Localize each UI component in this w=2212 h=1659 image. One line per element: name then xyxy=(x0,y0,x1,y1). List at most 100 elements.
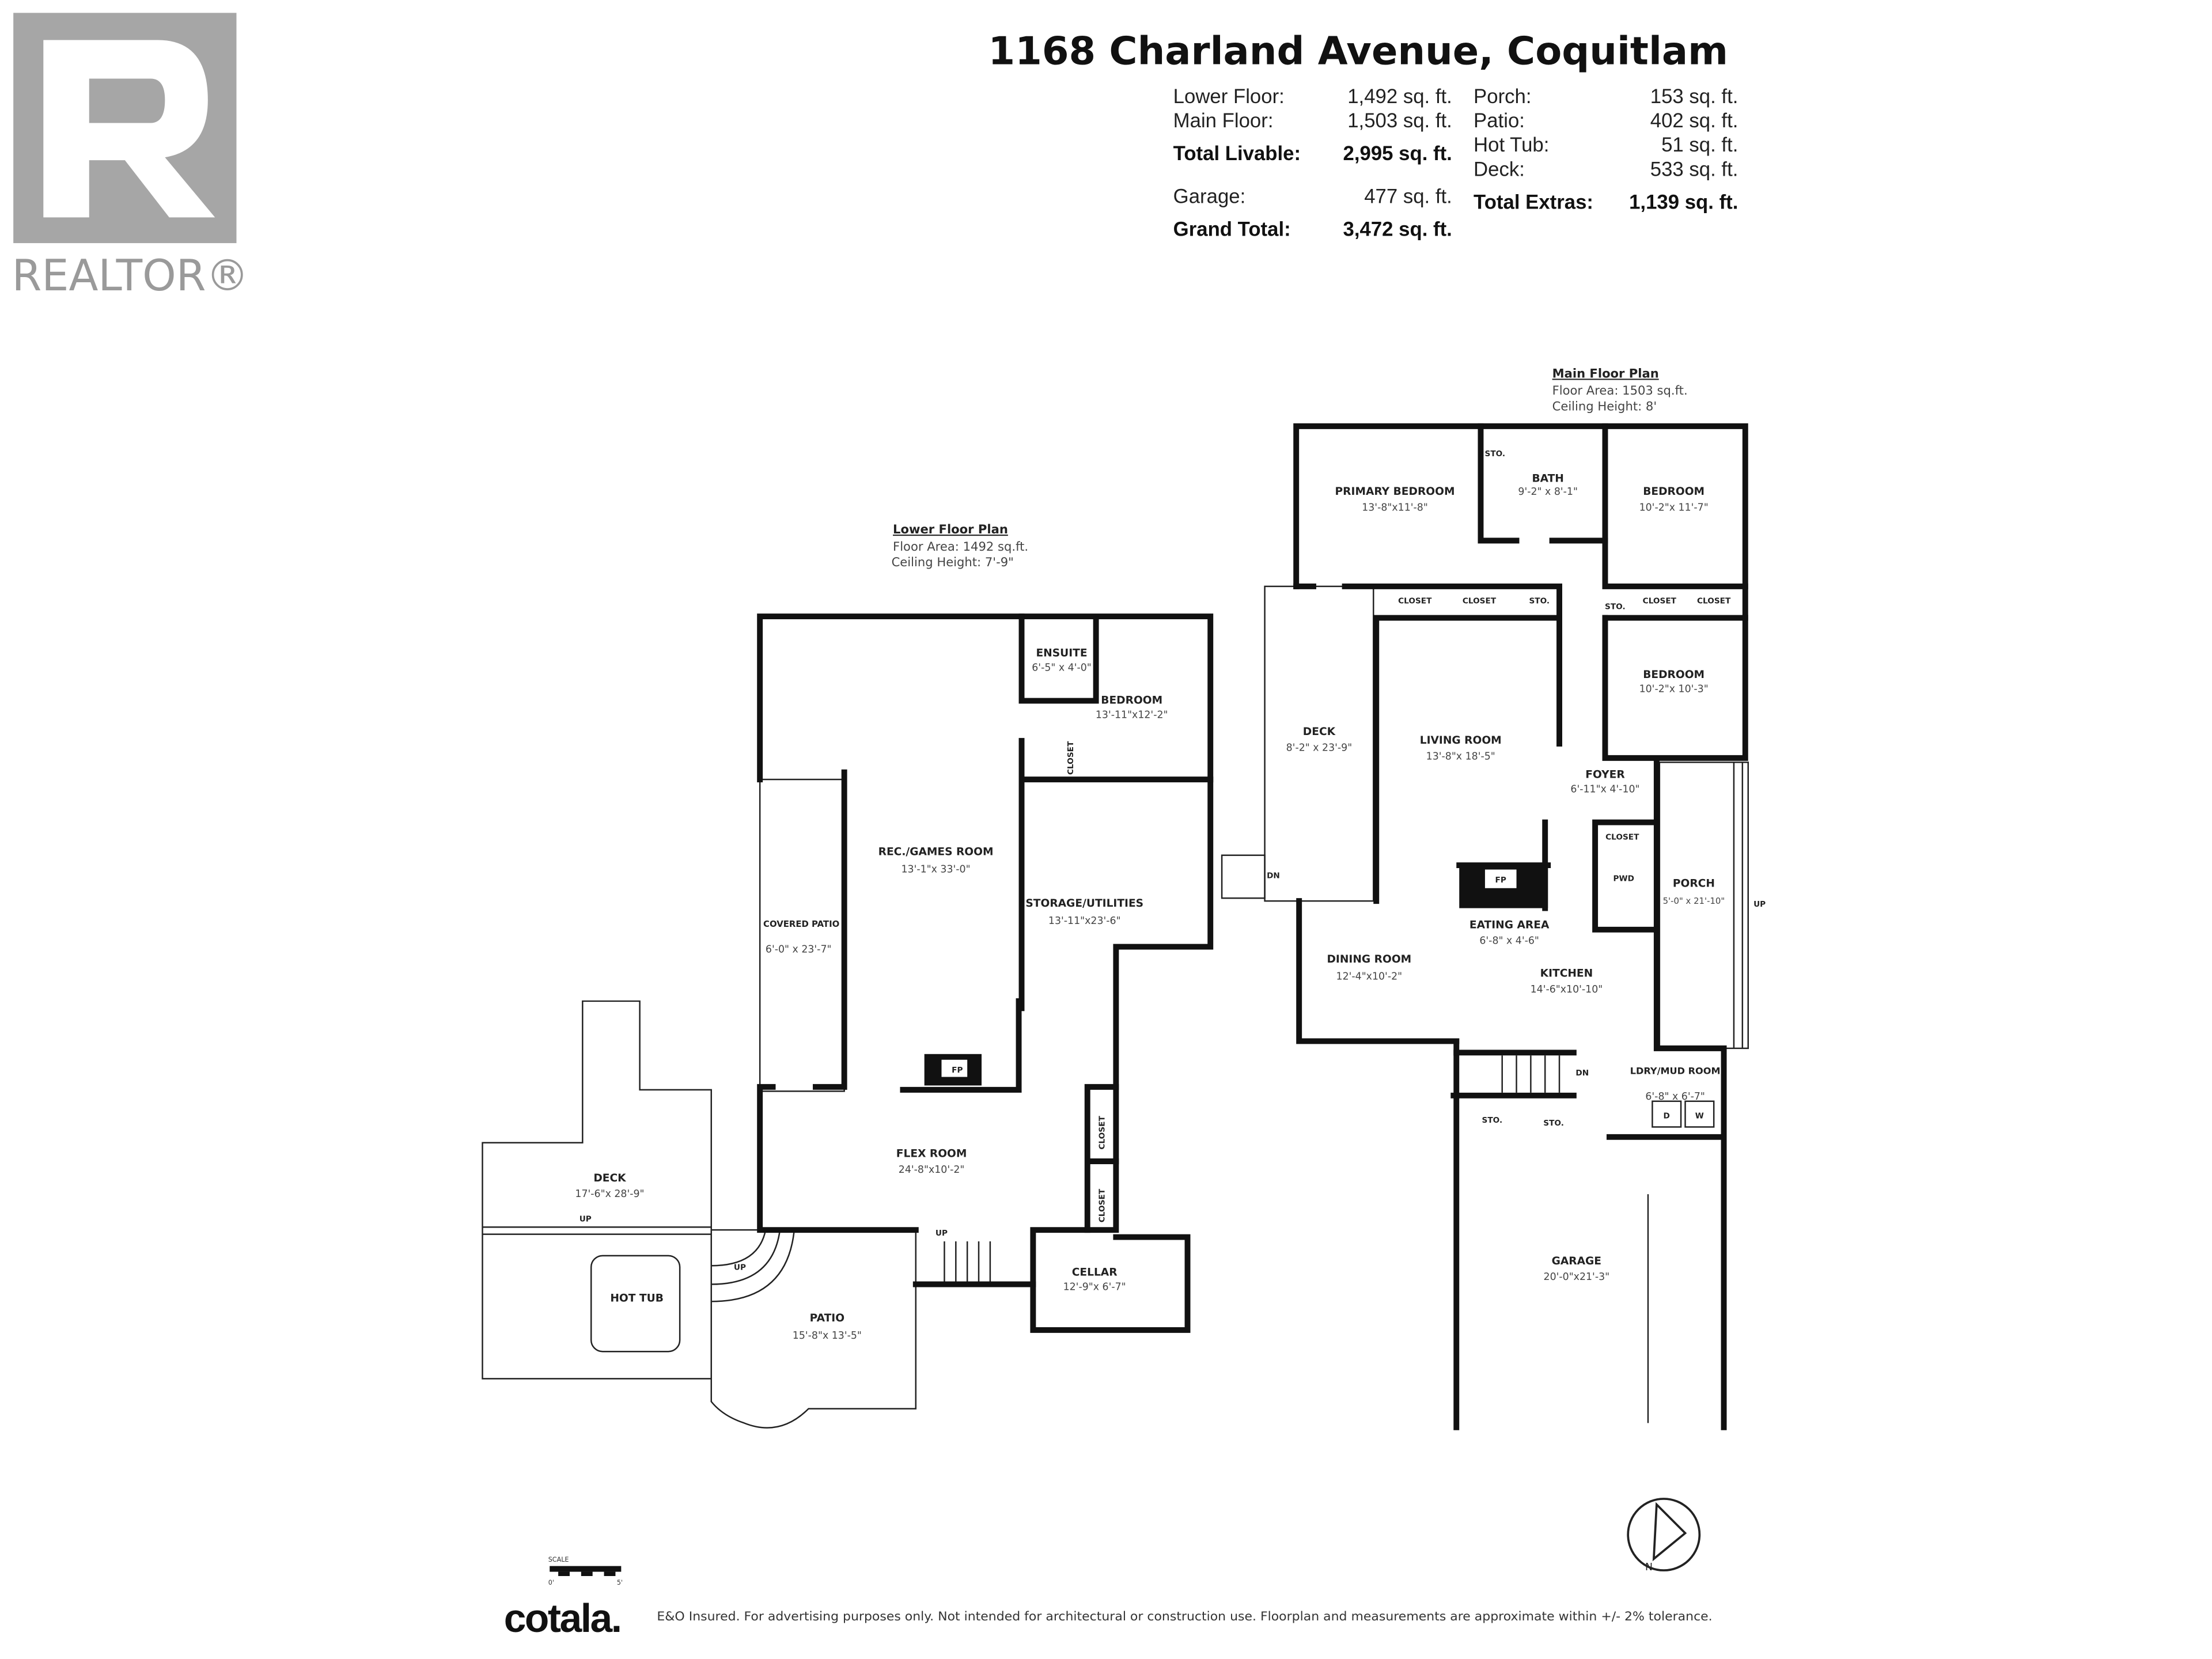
closet-label: CLOSET xyxy=(1098,1188,1107,1222)
room-dimensions: 13'-1"x 33'-0" xyxy=(901,863,970,875)
room-name: GARAGE xyxy=(1552,1255,1601,1267)
closet-label: CLOSET xyxy=(1066,741,1075,775)
room-dimensions: 14'-6"x10'-10" xyxy=(1531,984,1603,995)
realtor-logo: REALTOR® xyxy=(12,13,249,301)
room-dimensions: 20'-0"x21'-3" xyxy=(1544,1271,1610,1283)
room-name: BEDROOM xyxy=(1101,695,1162,707)
room-name: ENSUITE xyxy=(1036,647,1087,660)
room-name: LIVING ROOM xyxy=(1420,734,1502,747)
area-summary-right: Porch: 153 sq. ft. Patio: 402 sq. ft. Ho… xyxy=(1474,86,1738,214)
stat-label: Hot Tub: xyxy=(1474,134,1549,156)
room-name: CELLAR xyxy=(1072,1267,1118,1279)
room-dimensions: 10'-2"x 11'-7" xyxy=(1639,502,1709,513)
stat-value: 1,503 sq. ft. xyxy=(1347,110,1452,132)
stat-value: 477 sq. ft. xyxy=(1364,186,1452,208)
room-dimensions: 6'-5" x 4'-0" xyxy=(1032,662,1092,673)
stat-value: 1,139 sq. ft. xyxy=(1629,191,1738,213)
closet-label: CLOSET xyxy=(1643,597,1677,606)
storage-label: STO. xyxy=(1543,1119,1564,1128)
room-name: BEDROOM xyxy=(1643,486,1705,498)
scale-min: 0' xyxy=(548,1579,554,1586)
stat-value: 51 sq. ft. xyxy=(1661,134,1738,156)
main-plan-area: Floor Area: 1503 sq.ft. xyxy=(1552,383,1688,397)
room-name: COVERED PATIO xyxy=(763,919,839,929)
main-floor-plan: Main Floor Plan Floor Area: 1503 sq.ft. … xyxy=(1221,366,1766,1430)
room-dimensions: 5'-0" x 21'-10" xyxy=(1663,896,1725,906)
stat-value: 2,995 sq. ft. xyxy=(1343,143,1452,165)
stat-value: 153 sq. ft. xyxy=(1650,86,1738,108)
stat-label: Total Livable: xyxy=(1173,143,1301,165)
room-name: DINING ROOM xyxy=(1327,953,1411,965)
stat-label: Patio: xyxy=(1474,110,1525,132)
stairs-up-label: UP xyxy=(734,1263,746,1272)
room-dimensions: 13'-8"x11'-8" xyxy=(1362,502,1428,513)
page-title: 1168 Charland Avenue, Coquitlam xyxy=(988,29,1728,74)
room-dimensions: 8'-2" x 23'-9" xyxy=(1286,742,1353,753)
room-dimensions: 9'-2" x 8'-1" xyxy=(1518,486,1578,498)
storage-label: STO. xyxy=(1605,603,1626,612)
room-name: DECK xyxy=(593,1172,626,1184)
lower-plan-heading: Lower Floor Plan xyxy=(893,522,1008,536)
stat-label: Main Floor: xyxy=(1173,110,1274,132)
stairs-down-label: DN xyxy=(1267,871,1280,880)
scale-max: 5' xyxy=(617,1579,623,1586)
stairs-up-label: UP xyxy=(579,1214,592,1224)
stairs-up-label: UP xyxy=(935,1229,948,1238)
disclaimer: E&O Insured. For advertising purposes on… xyxy=(657,1609,1712,1624)
room-dimensions: 6'-8" x 6'-7" xyxy=(1645,1091,1705,1103)
fireplace-label: FP xyxy=(1495,876,1506,885)
room-name: PRIMARY BEDROOM xyxy=(1335,486,1455,498)
lower-plan-area: Floor Area: 1492 sq.ft. xyxy=(893,539,1028,554)
room-name: PWD xyxy=(1613,874,1634,883)
room-dimensions: 12'-9"x 6'-7" xyxy=(1063,1281,1126,1293)
stat-value: 1,492 sq. ft. xyxy=(1347,86,1452,108)
room-name: FOYER xyxy=(1585,769,1624,781)
fireplace-label: FP xyxy=(952,1066,963,1075)
room-name: KITCHEN xyxy=(1540,968,1593,980)
room-name: DECK xyxy=(1303,726,1336,738)
storage-label: STO. xyxy=(1485,449,1506,459)
room-dimensions: 12'-4"x10'-2" xyxy=(1336,971,1403,983)
storage-label: STO. xyxy=(1529,597,1550,606)
room-name: PATIO xyxy=(810,1312,844,1324)
stat-label: Lower Floor: xyxy=(1173,86,1285,108)
room-name: BATH xyxy=(1532,473,1563,485)
room-name: HOT TUB xyxy=(610,1292,664,1304)
stat-value: 402 sq. ft. xyxy=(1650,110,1738,132)
scale-label: SCALE xyxy=(548,1556,569,1563)
lower-floor-plan: Lower Floor Plan Floor Area: 1492 sq.ft.… xyxy=(482,522,1214,1429)
realtor-wordmark: REALTOR® xyxy=(12,251,249,301)
stairs-up-label: UP xyxy=(1753,900,1766,909)
room-dimensions: 6'-8" x 4'-6" xyxy=(1479,935,1539,947)
room-dimensions: 6'-0" x 23'-7" xyxy=(766,944,832,956)
room-name: LDRY/MUD ROOM xyxy=(1630,1066,1721,1077)
stat-label: Grand Total: xyxy=(1173,219,1291,241)
dryer-label: D xyxy=(1664,1112,1670,1121)
closet-label: CLOSET xyxy=(1605,832,1639,842)
closet-label: CLOSET xyxy=(1098,1116,1107,1150)
room-dimensions: 13'-11"x12'-2" xyxy=(1096,709,1168,721)
main-plan-heading: Main Floor Plan xyxy=(1552,366,1659,380)
cotala-logo: cotala. xyxy=(504,1596,621,1641)
scale-bar: SCALE 0' 5' xyxy=(548,1556,623,1586)
stat-label: Total Extras: xyxy=(1474,191,1593,213)
room-dimensions: 13'-11"x23'-6" xyxy=(1048,915,1121,927)
area-summary-left: Lower Floor: 1,492 sq. ft. Main Floor: 1… xyxy=(1173,86,1452,241)
closet-label: CLOSET xyxy=(1463,597,1497,606)
room-dimensions: 17'-6"x 28'-9" xyxy=(575,1188,644,1200)
north-arrow-icon: N xyxy=(1627,1498,1701,1573)
stat-value: 533 sq. ft. xyxy=(1650,158,1738,180)
room-dimensions: 15'-8"x 13'-5" xyxy=(793,1330,862,1342)
storage-label: STO. xyxy=(1482,1116,1503,1125)
room-name: STORAGE/UTILITIES xyxy=(1025,897,1143,910)
stairs-down-label: DN xyxy=(1575,1069,1589,1078)
stat-value: 3,472 sq. ft. xyxy=(1343,219,1452,241)
room-name: REC./GAMES ROOM xyxy=(878,846,994,858)
room-name: PORCH xyxy=(1673,877,1715,889)
room-name: BEDROOM xyxy=(1643,669,1705,681)
main-plan-ceiling: Ceiling Height: 8' xyxy=(1552,399,1657,414)
room-dimensions: 10'-2"x 10'-3" xyxy=(1639,684,1709,695)
room-dimensions: 13'-8"x 18'-5" xyxy=(1426,751,1495,762)
lower-plan-ceiling: Ceiling Height: 7'-9" xyxy=(892,555,1014,569)
